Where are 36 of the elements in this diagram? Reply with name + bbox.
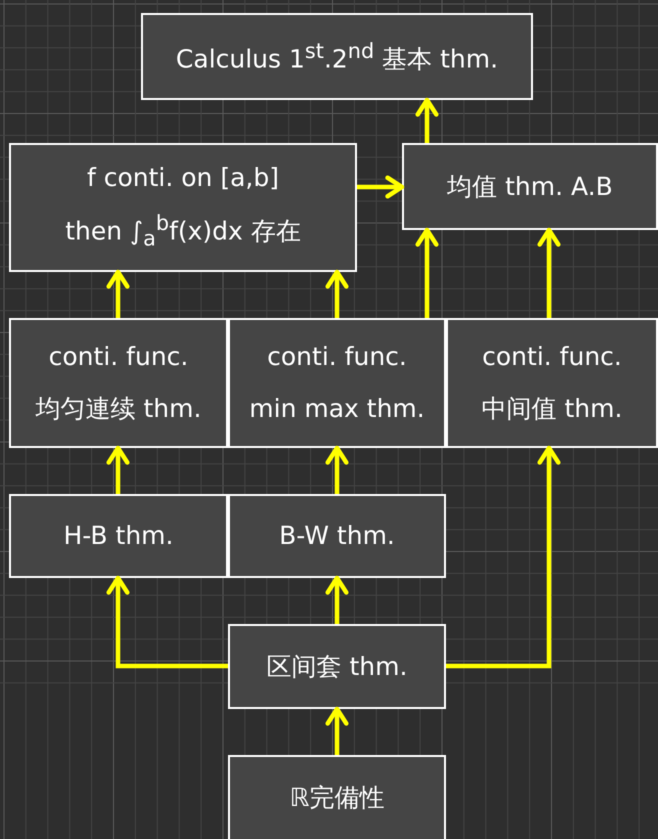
arrow xyxy=(106,446,130,494)
arrow xyxy=(415,228,439,318)
box-text: min max thm. xyxy=(249,394,425,424)
arrow xyxy=(106,576,228,668)
theorem-box xyxy=(9,143,357,272)
box-text: 均值 thm. A.B xyxy=(447,172,613,202)
theorem-box xyxy=(9,494,228,578)
theorem-box xyxy=(228,318,446,448)
arrow xyxy=(325,270,349,318)
box-text: then ∫$_{a}$$^{b}$f(x)dx 存在 xyxy=(65,211,301,252)
arrow xyxy=(106,270,130,318)
box-text: ℝ完備性 xyxy=(290,783,384,813)
box-text: 中间值 thm. xyxy=(482,394,622,424)
arrow xyxy=(325,706,349,755)
arrow xyxy=(357,175,404,199)
arrow xyxy=(325,576,349,624)
box-text: 区间套 thm. xyxy=(266,652,408,682)
arrow xyxy=(415,98,439,143)
box-text: Calculus 1$^{st}$.2$^{nd}$ 基本 thm. xyxy=(176,38,498,74)
box-text: H-B thm. xyxy=(64,521,174,551)
box-text: f conti. on [a,b] xyxy=(86,163,279,194)
arrow xyxy=(446,446,561,668)
arrow xyxy=(537,228,561,318)
theorem-box xyxy=(446,318,658,448)
box-text: B-W thm. xyxy=(279,521,395,551)
arrow xyxy=(325,446,349,494)
box-text: conti. func. xyxy=(267,342,407,372)
box-text: 均匀連续 thm. xyxy=(36,394,202,424)
theorem-box xyxy=(9,318,228,448)
theorem-box xyxy=(141,13,533,100)
theorem-box xyxy=(402,143,658,230)
box-text: conti. func. xyxy=(482,342,622,372)
theorem-box xyxy=(228,494,446,578)
theorem-box xyxy=(228,755,446,839)
theorem-box xyxy=(228,624,446,709)
box-text: conti. func. xyxy=(48,342,188,372)
